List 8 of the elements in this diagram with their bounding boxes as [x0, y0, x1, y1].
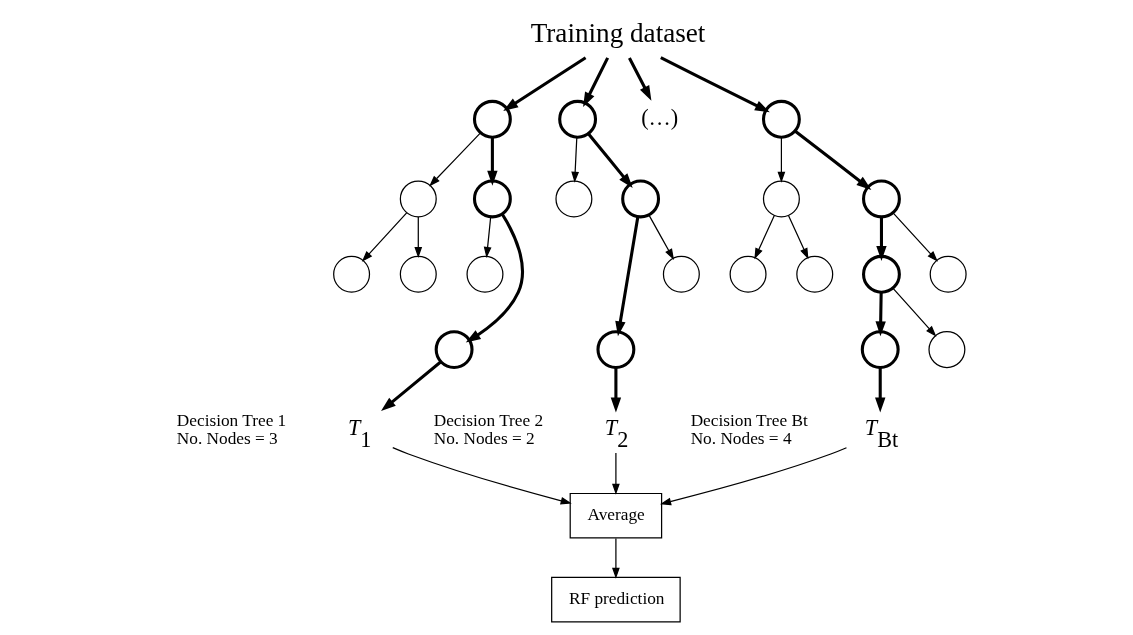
node-text: (…) [641, 104, 679, 130]
label: Decision Tree Bt [690, 410, 808, 430]
label: Decision Tree 2 [433, 410, 544, 430]
node-text: Training dataset [530, 18, 706, 49]
label: No. Nodes = 3 [176, 429, 278, 449]
label: No. Nodes = 2 [433, 429, 535, 449]
label: Decision Tree 1 [176, 410, 287, 430]
label: No. Nodes = 4 [690, 429, 792, 449]
